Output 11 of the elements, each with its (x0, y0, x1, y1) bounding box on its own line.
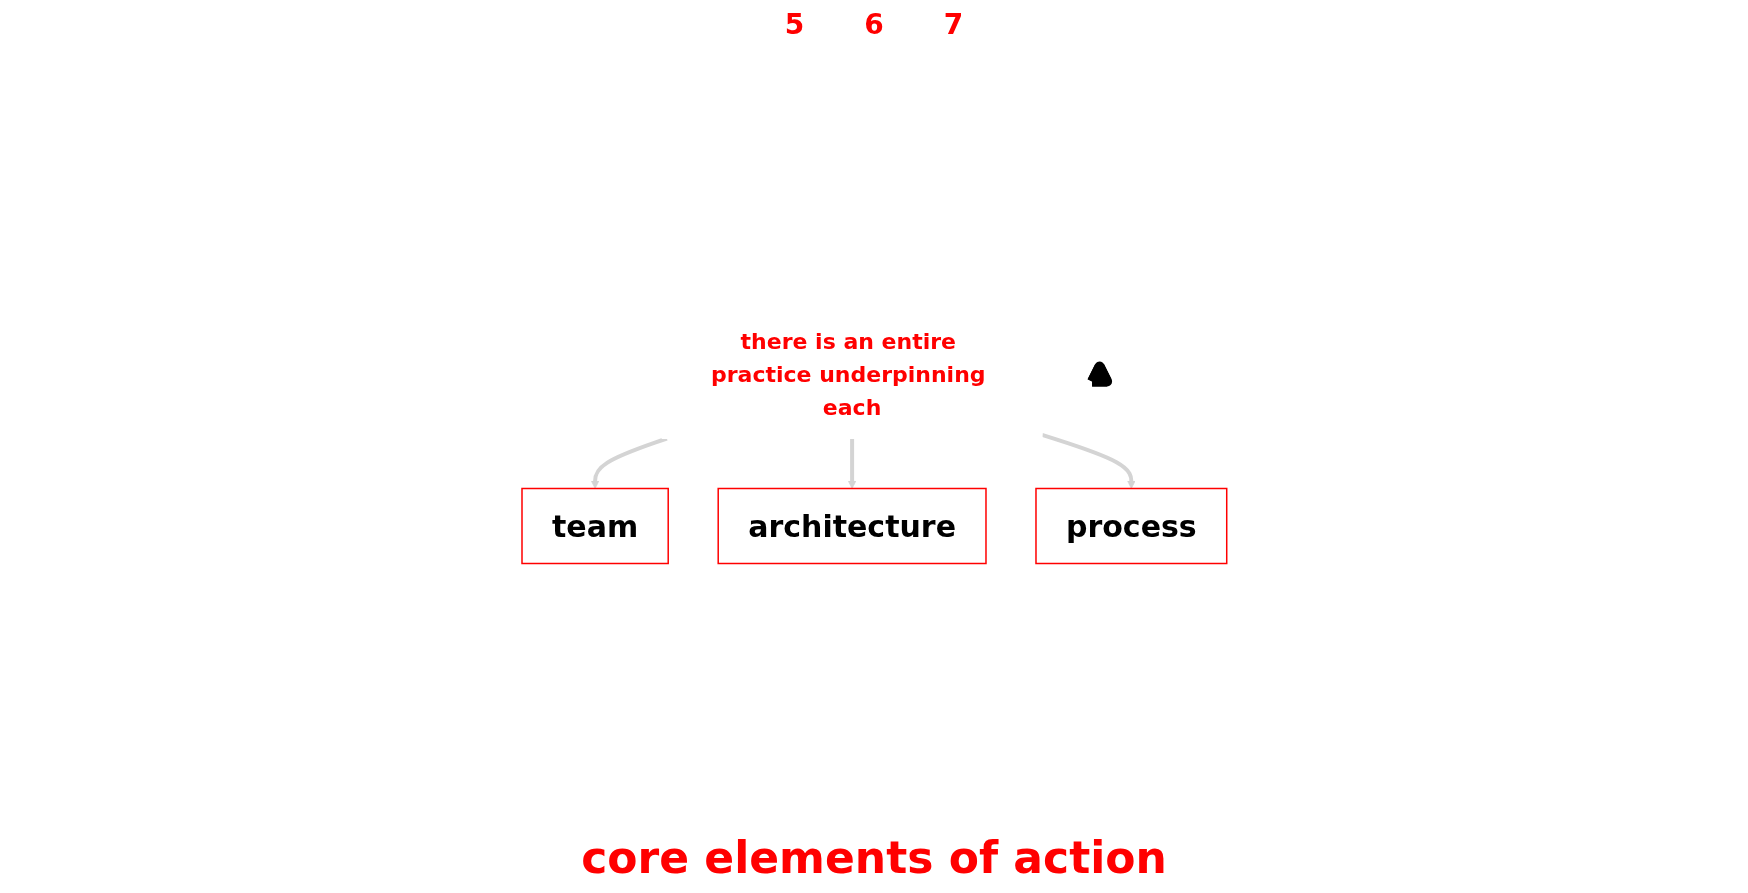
caption: core elements of action (581, 832, 1167, 883)
slide-number: 7 (943, 8, 964, 41)
node-box: architecture (717, 487, 987, 565)
node-text: there is an entire practice underpinning each (710, 328, 986, 420)
arrow (1041, 433, 1136, 489)
slide-number: 5 (784, 8, 805, 41)
slide-number: 6 (864, 8, 884, 41)
node-box: team (520, 487, 669, 565)
arrow (590, 436, 668, 489)
arrow (847, 438, 857, 489)
node-box: process (1034, 487, 1228, 565)
